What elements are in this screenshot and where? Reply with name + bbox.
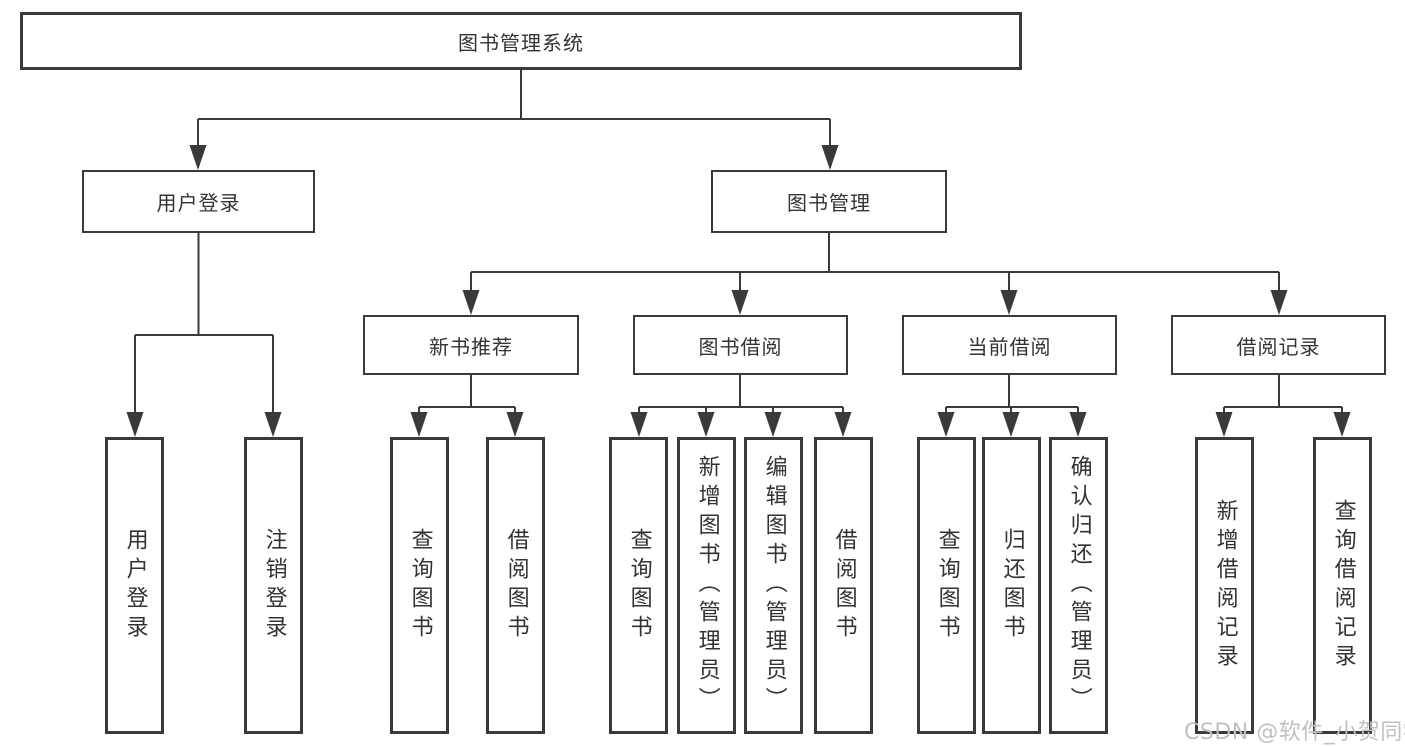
leaf-label: 查询图书 (934, 527, 960, 644)
leaf-box-query-borrow-record: 查询借阅记录 (1313, 437, 1372, 734)
group-label: 新书推荐 (429, 334, 513, 359)
leaf-box-add-book-admin: 新增图书（管理员） (677, 437, 736, 734)
leaf-box-user-login: 用户登录 (105, 437, 164, 734)
leaf-label: 确认归还（管理员） (1066, 455, 1092, 716)
leaf-label: 查询图书 (626, 527, 652, 644)
root-box-system: 图书管理系统 (20, 12, 1022, 70)
connector-paths (134, 70, 1343, 416)
csdn-watermark: CSDN @软件_小贺同学 (1184, 720, 1405, 745)
leaf-box-logout: 注销登录 (244, 437, 303, 734)
group-label: 图书借阅 (698, 334, 783, 359)
leaf-box-return-book: 归还图书 (982, 437, 1041, 734)
leaf-label: 查询借阅记录 (1330, 498, 1356, 673)
group-label: 借阅记录 (1236, 334, 1321, 359)
leaf-label: 新增图书（管理员） (694, 455, 720, 716)
connector-arrowheads (126, 145, 1351, 437)
branch-label: 用户登录 (156, 191, 241, 215)
leaf-box-add-borrow-record: 新增借阅记录 (1195, 437, 1254, 734)
group-label: 当前借阅 (967, 334, 1052, 359)
group-box-book-borrow: 图书借阅 (633, 315, 848, 375)
leaf-box-query-books-borrow: 查询图书 (609, 437, 668, 734)
leaf-label: 编辑图书（管理员） (761, 455, 787, 716)
leaf-box-confirm-return-admin: 确认归还（管理员） (1049, 437, 1108, 734)
leaf-label: 查询图书 (407, 527, 433, 644)
leaf-label: 用户登录 (122, 527, 148, 644)
leaf-box-query-books-current: 查询图书 (917, 437, 976, 734)
branch-label: 图书管理 (787, 191, 871, 215)
branch-box-user-login: 用户登录 (82, 170, 315, 233)
leaf-box-edit-book-admin: 编辑图书（管理员） (744, 437, 803, 734)
leaf-label: 借阅图书 (503, 527, 529, 644)
leaf-label: 新增借阅记录 (1212, 498, 1238, 673)
leaf-label: 归还图书 (999, 527, 1025, 644)
group-box-borrow-records: 借阅记录 (1171, 315, 1386, 375)
leaf-box-query-books-recommend: 查询图书 (390, 437, 449, 734)
leaf-label: 注销登录 (261, 527, 287, 644)
leaf-label: 借阅图书 (831, 527, 857, 644)
group-box-new-book-recommend: 新书推荐 (363, 315, 579, 375)
group-box-current-borrow: 当前借阅 (902, 315, 1117, 375)
branch-box-book-management: 图书管理 (711, 170, 947, 233)
leaf-box-borrow-books: 借阅图书 (814, 437, 873, 734)
root-label: 图书管理系统 (458, 30, 584, 55)
leaf-box-borrow-books-recommend: 借阅图书 (486, 437, 545, 734)
